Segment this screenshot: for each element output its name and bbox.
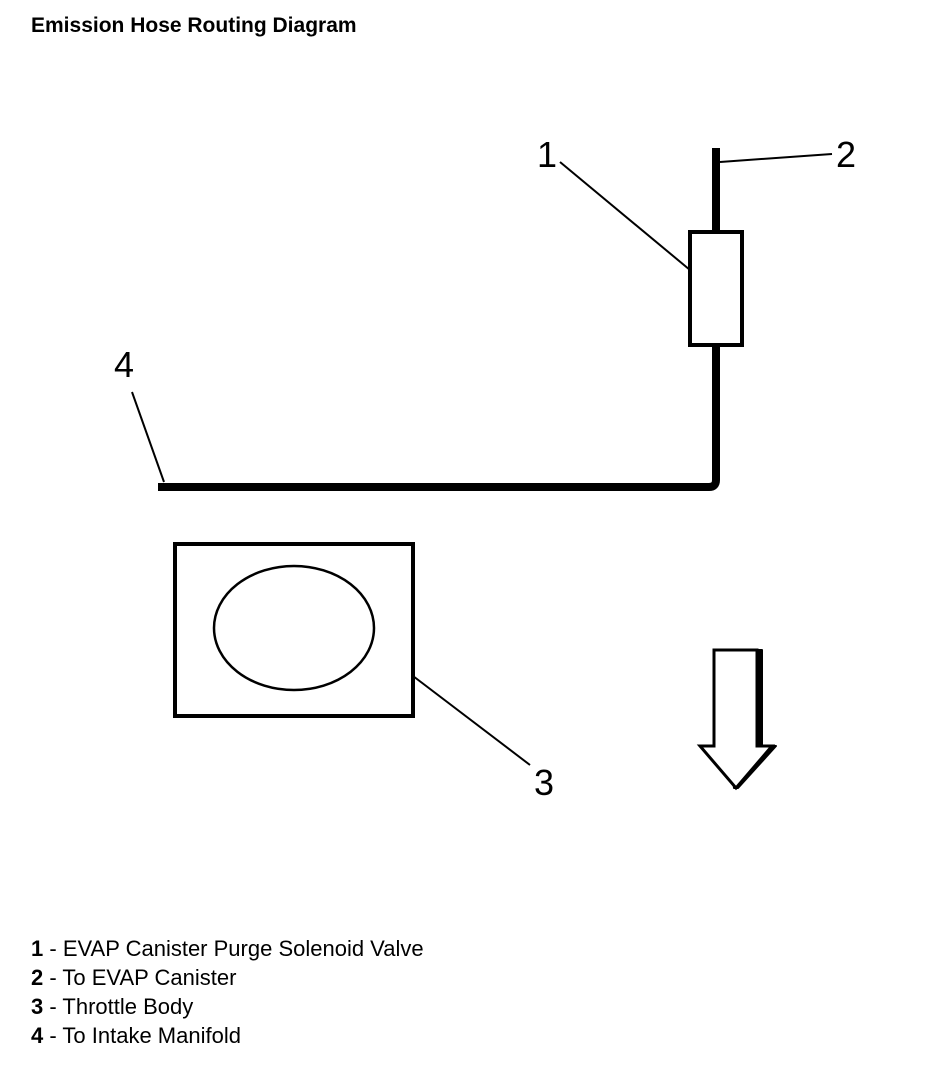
legend-separator: - [43, 965, 63, 990]
legend-number: 1 [31, 936, 44, 961]
throttle-body [173, 542, 415, 718]
leader-line-4 [131, 391, 165, 483]
legend-item-3: 3 - Throttle Body [31, 992, 424, 1021]
legend-text: To Intake Manifold [62, 1023, 241, 1048]
leader-line-3 [412, 675, 531, 766]
legend: 1 - EVAP Canister Purge Solenoid Valve 2… [31, 934, 424, 1050]
callout-1: 1 [537, 134, 557, 175]
legend-item-2: 2 - To EVAP Canister [31, 963, 424, 992]
legend-item-1: 1 - EVAP Canister Purge Solenoid Valve [31, 934, 424, 963]
callout-4: 4 [114, 344, 134, 385]
legend-number: 4 [31, 1023, 44, 1048]
legend-item-4: 4 - To Intake Manifold [31, 1021, 424, 1050]
legend-separator: - [43, 936, 63, 961]
legend-text: Throttle Body [62, 994, 194, 1019]
legend-text: EVAP Canister Purge Solenoid Valve [62, 936, 424, 961]
diagram-title: Emission Hose Routing Diagram [31, 14, 357, 37]
leader-line-1 [559, 161, 691, 271]
legend-separator: - [43, 994, 63, 1019]
callout-2: 2 [836, 134, 856, 175]
legend-number: 2 [31, 965, 44, 990]
leader-line-2 [719, 153, 833, 163]
purge-solenoid-valve [688, 230, 744, 347]
down-arrow-icon [696, 648, 777, 791]
throttle-body-bore [212, 564, 376, 692]
legend-number: 3 [31, 994, 44, 1019]
hose-to-intake-manifold [158, 345, 720, 491]
legend-separator: - [43, 1023, 63, 1048]
callout-3: 3 [534, 762, 554, 803]
legend-text: To EVAP Canister [62, 965, 237, 990]
